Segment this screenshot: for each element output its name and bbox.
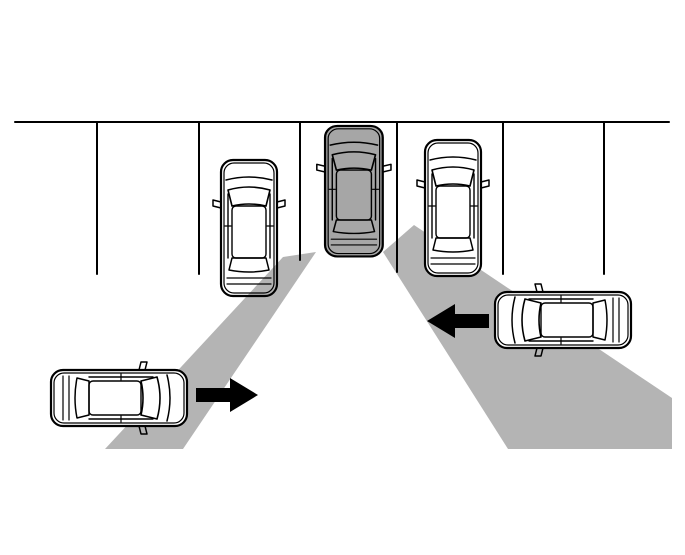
approaching-car-left xyxy=(49,360,189,436)
approaching-car-right xyxy=(493,282,633,358)
subject-car-reversing xyxy=(315,124,393,258)
arrow-right-icon xyxy=(196,378,258,412)
arrow-left-icon xyxy=(427,304,489,338)
parked-car-right xyxy=(415,138,491,278)
parking-lines xyxy=(14,121,670,275)
